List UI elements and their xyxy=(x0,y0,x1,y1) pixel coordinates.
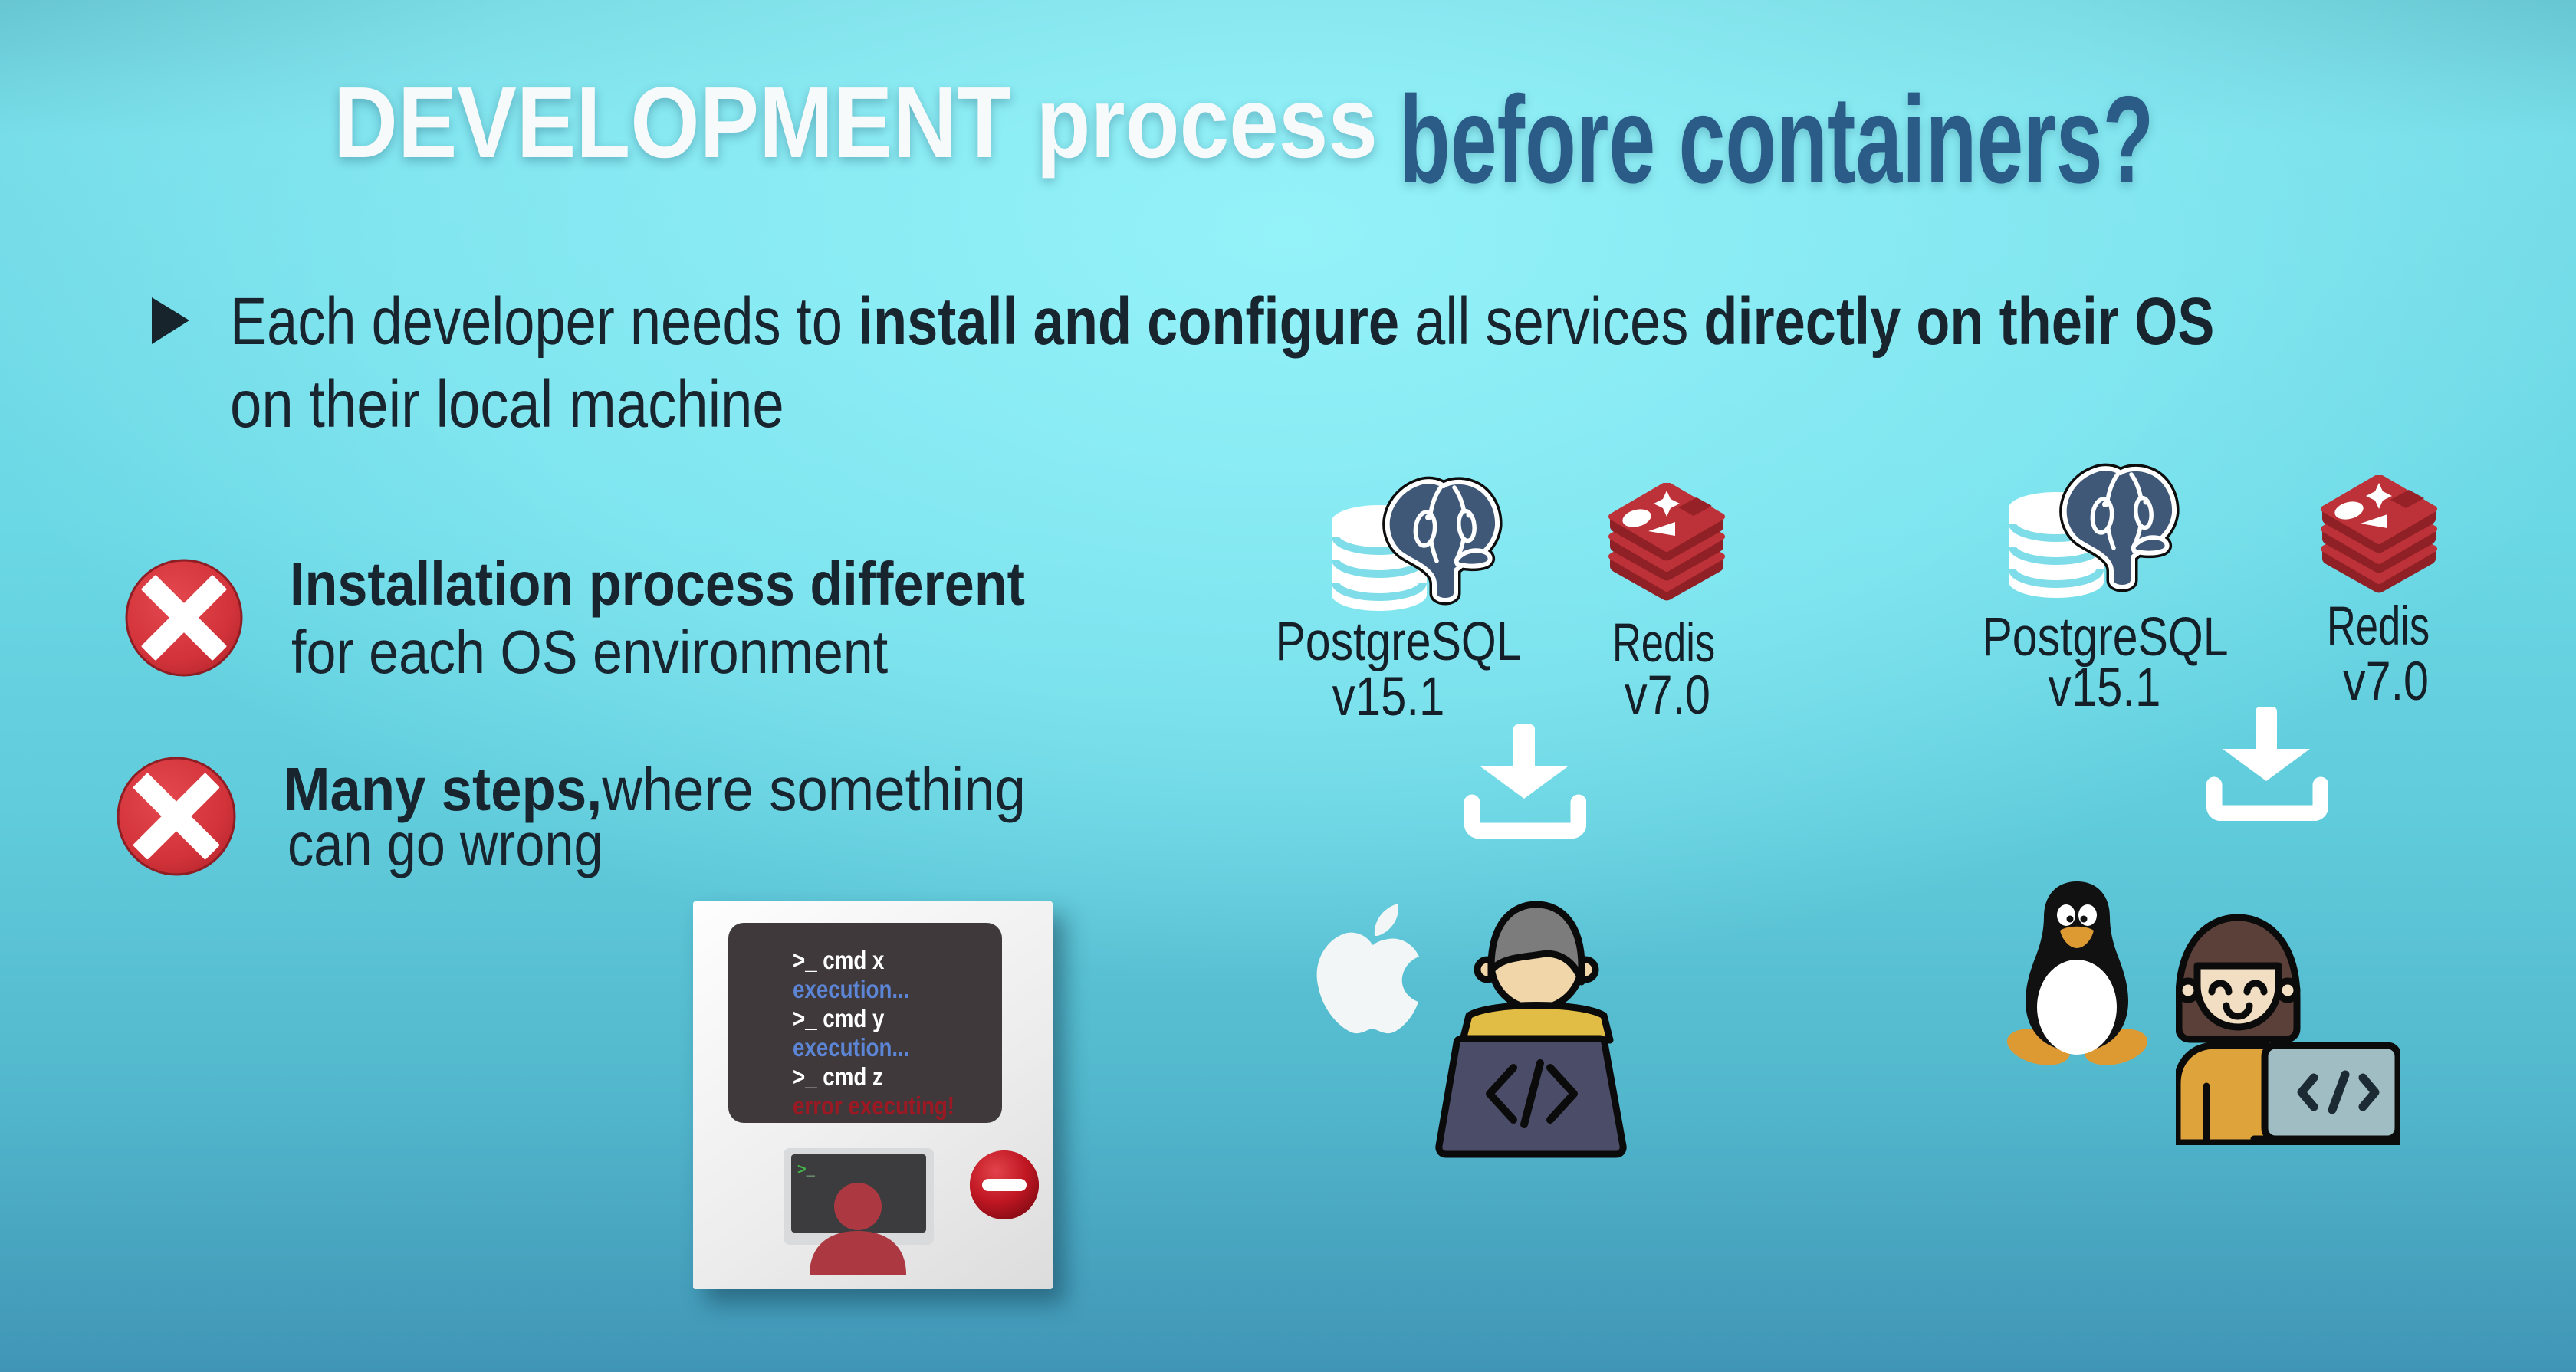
svg-text:>_: >_ xyxy=(797,1161,816,1178)
